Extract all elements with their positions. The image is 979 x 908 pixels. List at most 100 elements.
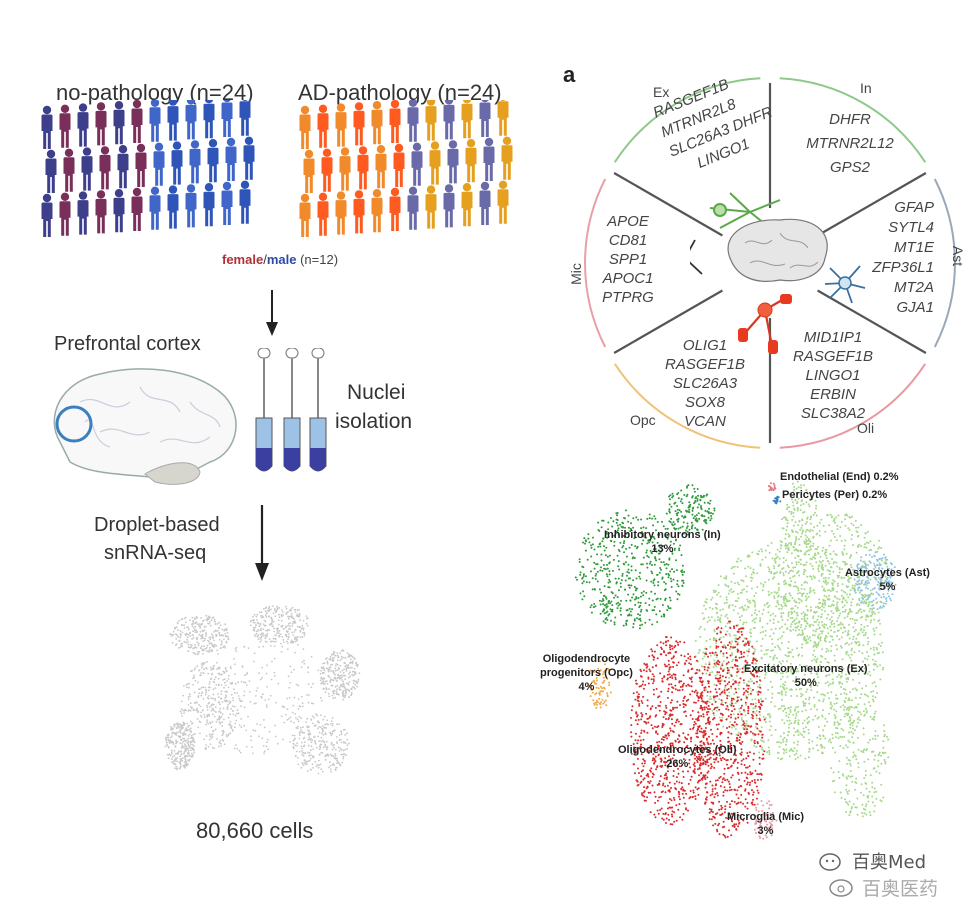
brain-icon	[727, 218, 828, 282]
person-icon	[497, 100, 509, 136]
cluster-mic-pct: 3%	[757, 825, 774, 837]
cluster-ex-label: Excitatory neurons (Ex) 50%	[744, 662, 867, 690]
person-icon	[479, 100, 491, 137]
wechat-icon	[819, 853, 841, 871]
person-icon	[131, 187, 143, 231]
person-icon	[167, 185, 179, 229]
person-icon	[41, 105, 53, 149]
person-icon	[461, 183, 473, 227]
cluster-oli-pct: 26%	[666, 758, 689, 770]
person-icon	[41, 193, 53, 237]
person-icon	[171, 141, 183, 185]
person-icon	[59, 104, 71, 148]
cluster-opc-pct: 4%	[578, 681, 595, 693]
cluster-opc-name2: progenitors (Opc)	[540, 667, 633, 679]
person-icon	[77, 191, 89, 235]
tsne-cluster-plot	[574, 480, 897, 840]
test-tubes-icon	[255, 348, 327, 472]
cluster-per-label: Pericytes (Per) 0.2%	[782, 489, 888, 501]
cluster-oli-label: Oligodendrocytes (Oli) 26%	[618, 743, 737, 771]
oli-gene-list: MID1IP1 RASGEF1B LINGO1 ERBIN SLC38A2	[778, 328, 888, 423]
sex-n-label: (n=12)	[300, 252, 339, 267]
sector-arc	[779, 363, 927, 449]
cluster-in-pct: 13%	[651, 543, 674, 555]
sector-ast-label: Ast	[950, 245, 967, 267]
person-icon	[63, 148, 75, 192]
droplet-based-label: Droplet-based	[94, 514, 220, 536]
person-icon	[131, 100, 143, 143]
opc-gene-list: OLIG1 RASGEF1B SLC26A3 SOX8 VCAN	[650, 336, 760, 431]
gene-text: RASGEF1B	[664, 356, 746, 373]
gene-text: ZFP36L1	[872, 259, 934, 276]
sector-oli-label: Oli	[857, 420, 875, 436]
in-gene-list: DHFR MTRNR2L12 GPS2	[795, 108, 905, 180]
sector-divider	[817, 172, 927, 237]
person-icon	[461, 100, 473, 139]
microglia-icon	[690, 239, 703, 275]
sector-arc	[613, 77, 761, 163]
person-icon	[59, 192, 71, 236]
gene-text: ERBIN	[810, 386, 856, 403]
watermark-line2: 百奥医药	[862, 878, 939, 900]
sector-arc	[613, 363, 761, 449]
brain-icon	[53, 368, 237, 485]
person-icon	[335, 103, 347, 147]
person-icon	[117, 145, 129, 189]
gene-text: SLC26A3	[672, 375, 738, 392]
person-icon	[153, 142, 165, 186]
sector-divider	[613, 289, 723, 354]
person-icon	[185, 100, 197, 140]
grey-tsne-plot	[164, 605, 361, 775]
person-icon	[339, 147, 351, 191]
person-icon	[185, 184, 197, 228]
person-icon	[99, 146, 111, 190]
person-icon	[303, 149, 315, 193]
person-icon	[389, 187, 401, 231]
mic-gene-list: APOE CD81 SPP1 APOC1 PTPRG	[598, 212, 658, 307]
person-icon	[321, 148, 333, 192]
person-icon	[149, 100, 161, 142]
person-icon	[425, 185, 437, 229]
watermark-line1: 百奥Med	[852, 852, 927, 873]
cluster-opc-label: Oligodendrocyte progenitors (Opc) 4%	[540, 652, 633, 694]
gene-text: MT1E	[893, 239, 934, 256]
person-icon	[149, 186, 161, 230]
cluster-mic-name: Microglia (Mic)	[727, 811, 805, 823]
sector-opc-label: Opc	[630, 412, 656, 428]
gene-text: DHFR	[829, 111, 871, 128]
cluster-in-label: Inhibitory neurons (In) 13%	[604, 528, 721, 556]
person-icon	[443, 100, 455, 140]
person-icon	[501, 136, 513, 180]
person-icon	[429, 141, 441, 185]
person-icon	[221, 100, 233, 137]
person-icon	[497, 180, 509, 224]
arrow-down-icon	[266, 290, 278, 336]
person-icon	[393, 143, 405, 187]
person-icon	[465, 139, 477, 183]
person-icon	[407, 186, 419, 230]
nuclei-label: Nuclei	[347, 381, 406, 404]
person-icon	[425, 100, 437, 141]
gene-text: SPP1	[608, 251, 648, 268]
person-icon	[189, 140, 201, 184]
person-icon	[371, 101, 383, 145]
person-icon	[357, 146, 369, 190]
female-label: female	[222, 252, 264, 267]
person-icon	[479, 181, 491, 225]
person-icon	[95, 102, 107, 146]
gene-text: MTRNR2L12	[806, 135, 894, 152]
gene-text: OLIG1	[682, 337, 728, 354]
cluster-oli-name: Oligodendrocytes (Oli)	[618, 744, 737, 756]
person-icon	[317, 104, 329, 148]
sector-arc	[584, 178, 607, 348]
person-icon	[239, 180, 251, 224]
ast-gene-list: GFAP SYTL4 MT1E ZFP36L1 MT2A GJA1	[862, 198, 934, 318]
person-icon	[45, 149, 57, 193]
isolation-label: isolation	[335, 410, 413, 433]
cluster-in-name: Inhibitory neurons (In)	[604, 529, 721, 541]
person-icon	[443, 184, 455, 228]
sector-divider	[817, 289, 927, 354]
gene-text: APOE	[607, 213, 649, 230]
person-icon	[113, 189, 125, 233]
cluster-ast-pct: 5%	[879, 581, 896, 593]
